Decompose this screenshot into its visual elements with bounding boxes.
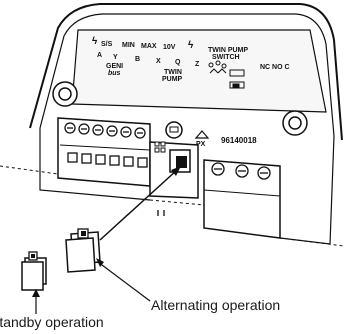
- leader-alternating: [96, 258, 151, 302]
- panel-row2-label: Z: [195, 61, 200, 68]
- switch-position-icons: [208, 60, 245, 89]
- px-logo: PX: [194, 130, 210, 148]
- terminal-screws-left: [64, 122, 146, 139]
- switch-cap-alternating: [65, 228, 101, 273]
- panel-row2-label: B: [135, 56, 140, 63]
- panel-row1-label: S/S: [101, 41, 113, 48]
- housing-inner-edge: [39, 13, 335, 137]
- panel-row2-label: Q: [175, 59, 181, 66]
- panel-row1-label: 10V: [163, 44, 176, 51]
- terminal-openings-left: [67, 152, 148, 168]
- mounting-boss-left: [52, 81, 78, 107]
- switch-title: SWITCH: [212, 54, 240, 61]
- terminal-screws-right: [211, 162, 271, 180]
- switch-socket: [149, 141, 199, 216]
- panel-row1-label: MAX: [141, 43, 157, 50]
- geni-bus-label: GENI: [106, 63, 123, 70]
- panel-row1-label: MIN: [122, 42, 135, 49]
- mounting-boss-right: [282, 110, 308, 136]
- panel-row2-label: A: [97, 52, 102, 59]
- geni-bus-label: bus: [108, 70, 121, 77]
- power-symbol: ϟ: [92, 36, 98, 47]
- switch-cap-standby: [21, 251, 47, 291]
- panel-row2-label: Y: [113, 54, 118, 61]
- indicator-button: [165, 121, 183, 139]
- housing-outline: [29, 3, 343, 141]
- alternating-operation-label: Alternating operation: [151, 297, 281, 313]
- brand-mark: PX: [196, 141, 206, 148]
- twin-pump-label: TWIN: [164, 69, 182, 76]
- power-symbol: ϟ: [188, 40, 194, 51]
- label-panel: [71, 29, 327, 113]
- standby-operation-label: Standby operation: [0, 314, 104, 330]
- twin-pump-switch-title: TWIN PUMP: [208, 47, 248, 54]
- relay-label: NC NO C: [260, 64, 290, 71]
- serial-number: 96140018: [221, 136, 257, 145]
- cut-line: [0, 165, 344, 247]
- twin-pump-label: PUMP: [162, 76, 183, 83]
- panel-row2-label: X: [156, 58, 161, 65]
- leader-standby: [32, 289, 40, 314]
- arrow-cap-to-socket: [99, 166, 181, 241]
